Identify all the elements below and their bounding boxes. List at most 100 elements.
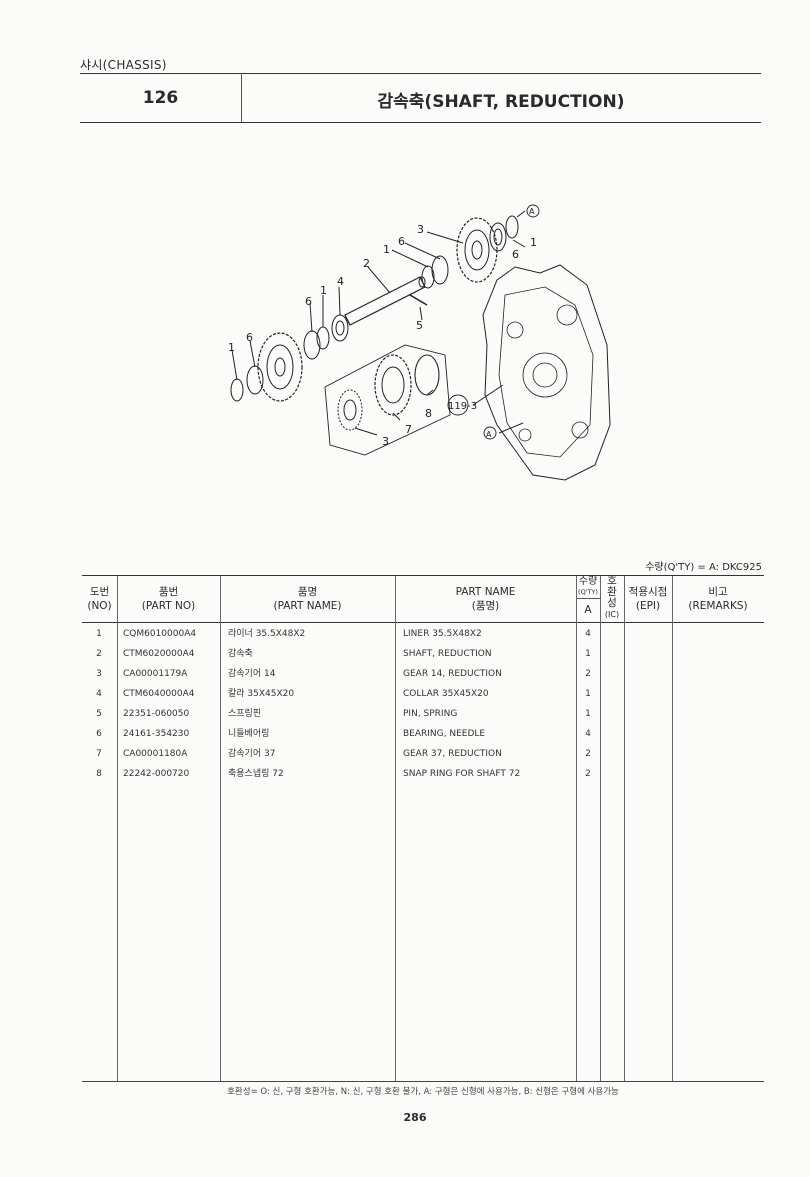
row-qty: 1	[585, 689, 591, 699]
row-name-kr: 스프링핀	[228, 709, 262, 719]
row-no: 1	[96, 629, 102, 639]
gear-37-top	[456, 217, 498, 283]
reduction-shaft	[344, 276, 426, 326]
quantity-note: 수량(Q'TY) = A: DKC925	[645, 562, 762, 573]
row-part-no: CQM6010000A4	[123, 629, 197, 639]
row-name-kr: 라이너 35.5X48X2	[228, 629, 306, 639]
diagram-label-1c: 1	[383, 243, 390, 256]
row-no: 7	[96, 749, 102, 759]
collar	[331, 314, 349, 342]
col-header-qty-a: A	[584, 604, 592, 616]
row-qty: 4	[585, 629, 591, 639]
diagram-label-1d: 1	[530, 236, 537, 249]
col-header-ic-3: 성	[607, 597, 617, 609]
col-header-partno-kr: 품번	[158, 586, 179, 598]
page-group-number: 126	[142, 88, 179, 108]
col-header-ic-2: 환	[607, 586, 617, 598]
gear-14-small	[337, 389, 363, 431]
col-header-pname-kr: 품명	[297, 586, 318, 598]
diagram-label-7: 7	[405, 423, 412, 436]
col-header-remarks-en: (REMARKS)	[688, 600, 748, 612]
bearing-mid	[431, 255, 449, 285]
row-no: 6	[96, 729, 102, 739]
row-name-kr: 칼라 35X45X20	[228, 689, 295, 699]
row-no: 2	[96, 649, 102, 659]
row-no: 4	[96, 689, 102, 699]
row-name-en: GEAR 37, REDUCTION	[403, 749, 502, 759]
row-qty: 1	[585, 649, 591, 659]
compatibility-legend: 호환성= O: 신, 구형 호환가능, N: 신, 구형 호환 불가, A: 구…	[227, 1087, 619, 1097]
col-header-name-kr: (품명)	[471, 600, 500, 612]
row-qty: 2	[585, 769, 591, 779]
liner-left-b	[230, 378, 244, 402]
diagram-label-6d: 6	[512, 248, 519, 261]
diagram-label-8: 8	[425, 407, 432, 420]
col-header-epi-en: (EPI)	[635, 600, 661, 612]
row-part-no: 22242-000720	[123, 769, 190, 779]
diagram-label-6c: 6	[398, 235, 405, 248]
row-part-no: CTM6040000A4	[123, 689, 195, 699]
diagram-label-a-upper: A	[529, 207, 535, 216]
row-part-no: CTM6020000A4	[123, 649, 195, 659]
bearing-left-outer	[246, 365, 264, 395]
row-name-en: SHAFT, REDUCTION	[403, 649, 492, 659]
col-header-no-kr: 도번	[89, 586, 110, 598]
row-name-en: PIN, SPRING	[403, 709, 458, 719]
row-qty: 1	[585, 709, 591, 719]
row-name-kr: 감속기어 14	[228, 669, 276, 679]
page-title: 감속축(SHAFT, REDUCTION)	[377, 92, 625, 112]
row-part-no: 22351-060050	[123, 709, 190, 719]
diagram-label-4: 4	[337, 275, 344, 288]
row-no: 5	[96, 709, 102, 719]
row-qty: 2	[585, 669, 591, 679]
diagram-label-a-lower: A	[486, 430, 492, 439]
diagram-label-5: 5	[416, 319, 423, 332]
row-part-no: 24161-354230	[123, 729, 190, 739]
page-number: 286	[403, 1111, 427, 1124]
row-name-en: BEARING, NEEDLE	[403, 729, 486, 739]
bearing-left	[303, 330, 321, 360]
liner-top	[505, 215, 519, 239]
col-header-qty-kr: 수량	[578, 576, 598, 587]
detail-box	[324, 344, 451, 456]
row-name-kr: 감속축	[228, 649, 253, 659]
col-header-ic-1: 호	[607, 575, 617, 587]
col-header-remarks-kr: 비고	[708, 586, 728, 598]
diagram-label-3b: 3	[382, 435, 389, 448]
diagram-label-3a: 3	[417, 223, 424, 236]
row-name-kr: 감속기어 37	[228, 749, 276, 759]
spring-pin	[409, 294, 428, 306]
row-qty: 4	[585, 729, 591, 739]
header-divider	[241, 73, 242, 123]
col-header-qty-en: (Q'TY)	[578, 588, 598, 596]
row-name-kr: 니들베어링	[228, 729, 270, 739]
row-part-no: CA00001180A	[123, 749, 188, 759]
row-name-en: LINER 35.5X48X2	[403, 629, 482, 639]
section-label: 샤시(CHASSIS)	[80, 58, 167, 72]
snap-ring	[414, 354, 440, 396]
col-header-partno-en: (PART NO)	[141, 600, 196, 612]
row-name-en: SNAP RING FOR SHAFT 72	[403, 769, 521, 779]
col-header-pname-en: (PART NAME)	[273, 600, 342, 612]
gear-37-left	[257, 332, 303, 402]
bearing-top	[489, 222, 507, 252]
col-header-epi-kr: 적용시점	[628, 586, 668, 598]
row-name-en: GEAR 14, REDUCTION	[403, 669, 502, 679]
diagram-label-2: 2	[363, 257, 370, 270]
header-bottom-rule	[80, 122, 761, 123]
row-name-en: COLLAR 35X45X20	[403, 689, 489, 699]
diagram-label-6b: 6	[305, 295, 312, 308]
diagram-ref-label: 119-3	[448, 401, 477, 412]
col-header-name-en: PART NAME	[455, 586, 516, 598]
diagram-label-1b: 1	[320, 284, 327, 297]
row-name-kr: 축용스냅링 72	[228, 769, 284, 779]
row-no: 3	[96, 669, 102, 679]
row-no: 8	[96, 769, 102, 779]
housing-cover	[482, 264, 611, 481]
diagram-label-6a: 6	[246, 331, 253, 344]
col-header-no-en: (NO)	[87, 600, 112, 612]
col-header-ic-en: (IC)	[604, 610, 620, 619]
row-qty: 2	[585, 749, 591, 759]
header-top-rule	[80, 73, 761, 74]
gear-14	[374, 354, 412, 416]
